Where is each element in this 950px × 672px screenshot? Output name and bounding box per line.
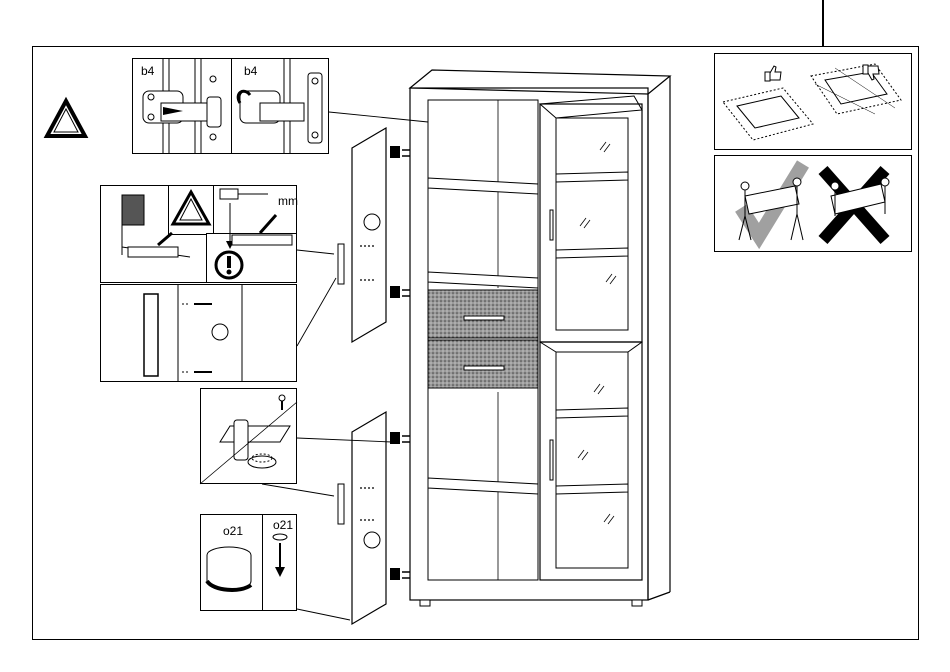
- cabinet-assembly-drawing: [0, 0, 950, 672]
